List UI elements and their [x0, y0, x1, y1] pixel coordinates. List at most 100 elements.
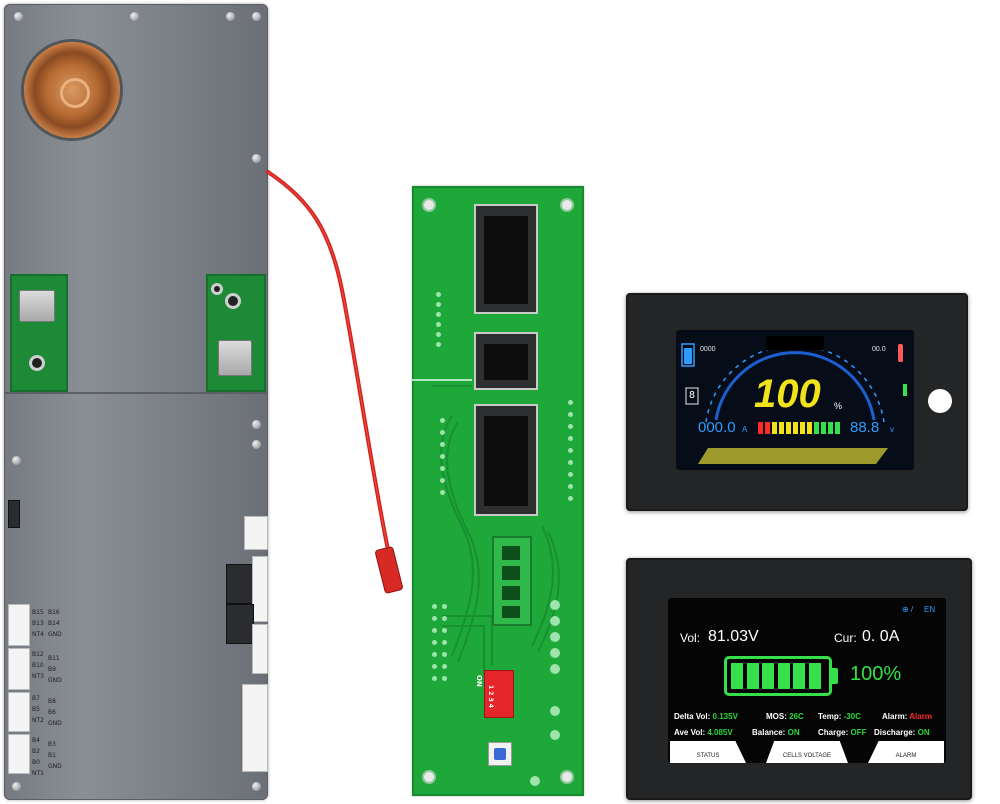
discharge-value: ON [917, 728, 930, 737]
language-toggle[interactable]: EN [924, 605, 936, 614]
charge-level-bars [758, 422, 844, 434]
delta-vol-value: 0.135V [712, 712, 738, 721]
battery-cell [793, 663, 806, 689]
connector [244, 516, 268, 550]
screw-icon [252, 440, 261, 449]
pin-label: GND [48, 720, 62, 727]
screw-icon [12, 782, 21, 791]
rj45-port[interactable] [474, 332, 538, 390]
pin-label: B11 [48, 655, 60, 662]
pin-label: B2 [32, 748, 40, 755]
pin-label: B4 [32, 737, 40, 744]
push-switch[interactable] [218, 340, 252, 376]
tab-alarm[interactable]: ALARM [868, 741, 944, 763]
balance-connector [8, 692, 30, 732]
battery-terminal [832, 668, 838, 684]
dip-switch[interactable]: ON 1 2 3 4 [475, 670, 514, 718]
discharge-label: Discharge: ON [874, 728, 930, 737]
balance-connector [8, 734, 30, 774]
mos-value: 26C [789, 712, 804, 721]
fuse-holder [226, 604, 254, 644]
charge-segment [765, 422, 770, 434]
battery-icon [724, 656, 832, 696]
charge-segment [835, 422, 840, 434]
mount-via [214, 286, 220, 292]
mount-hole [424, 200, 434, 210]
percent-unit: % [834, 401, 843, 411]
pin-label: NT4 [32, 631, 44, 638]
display-1-screen: 0000 00.0 8 100 % 000.0 A 88.8 v [676, 330, 914, 470]
adapter-board: ON 1 2 3 4 [412, 186, 584, 796]
mount-via [32, 358, 42, 368]
power-connector [242, 684, 268, 772]
cell-count: 8 [689, 390, 696, 401]
charge-segment [772, 422, 777, 434]
mount-hole [424, 772, 434, 782]
charge-segment [758, 422, 763, 434]
battery-percent: 100% [850, 663, 902, 685]
alarm-label: Alarm: Alarm [882, 712, 932, 721]
charge-segment [786, 422, 791, 434]
pin-label: NT3 [32, 673, 44, 680]
fuse-holder [226, 564, 254, 604]
current-unit: A [742, 425, 748, 434]
charge-segment [828, 422, 833, 434]
pin-label: B6 [48, 709, 56, 716]
speed-arc [681, 336, 907, 464]
screw-icon [12, 456, 21, 465]
charge-segment [800, 422, 805, 434]
dip-switch-numbers: 1 2 3 4 [487, 685, 494, 708]
top-left-value: 0000 [700, 346, 716, 353]
cur-value: 0. 0A [862, 628, 900, 645]
alarm-value: Alarm [909, 712, 932, 721]
voltage-value: 88.8 [850, 419, 880, 436]
temp-value: -30C [843, 712, 861, 721]
screw-icon [252, 782, 261, 791]
pin-label: B13 [32, 620, 44, 627]
pin-label: GND [48, 677, 62, 684]
tab-cells-voltage[interactable]: CELLS VOLTAGE [766, 741, 848, 763]
battery-cell [777, 663, 790, 689]
pin-label: B3 [48, 741, 56, 748]
battery-cell [746, 663, 759, 689]
charge-segment [793, 422, 798, 434]
battery-cell [808, 663, 821, 689]
charge-segment [779, 422, 784, 434]
language-icon[interactable]: ⊕ / [902, 605, 914, 614]
rj45-port-pair[interactable] [474, 204, 538, 314]
red-cable [266, 170, 403, 594]
board-seam [4, 392, 268, 394]
current-value: 000.0 [698, 419, 736, 436]
pin-label: B15 [32, 609, 44, 616]
vol-label: Vol: [680, 631, 701, 645]
pin-label: B8 [48, 698, 56, 705]
screw-icon [252, 12, 261, 21]
pin-label: B9 [48, 666, 56, 673]
push-switch[interactable] [19, 290, 55, 322]
top-right-value: 00.0 [872, 346, 886, 353]
pin-label: NT1 [32, 770, 44, 777]
charge-segment [807, 422, 812, 434]
rj45-port-pair[interactable] [474, 404, 538, 516]
screw-icon [130, 12, 139, 21]
ave-vol-label: Ave Vol: 4.085V [674, 728, 733, 737]
mount-hole [562, 772, 572, 782]
pin-label: B14 [48, 620, 60, 627]
terminal-block[interactable] [492, 536, 532, 626]
pcb-traces [412, 379, 560, 676]
balance-connector [8, 648, 30, 690]
inductor-coil [24, 42, 120, 138]
dip-switch-label: ON [475, 675, 483, 687]
display-2-screen: ⊕ / EN Vol: 81.03V Cur: 0. 0A 100% Delta… [668, 598, 946, 763]
charge-segment [814, 422, 819, 434]
reset-button[interactable] [488, 742, 512, 766]
touch-button[interactable] [928, 389, 952, 413]
vol-value: 81.03V [708, 628, 759, 645]
tab-status[interactable]: STATUS [670, 741, 746, 763]
mount-hole [562, 200, 572, 210]
small-port [8, 500, 20, 528]
battery-cell [762, 663, 775, 689]
temp-label: Temp: -30C [818, 712, 861, 721]
battery-cell [731, 663, 744, 689]
voltage-unit: v [890, 425, 894, 434]
